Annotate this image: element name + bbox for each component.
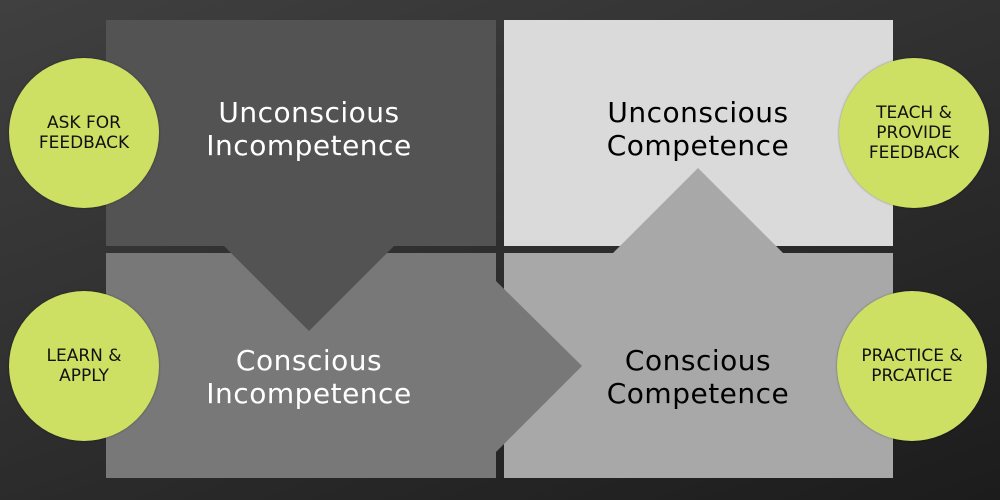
- circle-line: TEACH &: [876, 103, 952, 123]
- circle-line: FEEDBACK: [868, 143, 960, 163]
- label-conscious-competence: Conscious Competence: [548, 344, 848, 410]
- circle-line: PRACTICE &: [861, 346, 963, 366]
- label-line: Competence: [606, 129, 790, 162]
- quadrant-unconscious-incompetence: [106, 20, 496, 246]
- circle-line: LEARN &: [46, 346, 122, 366]
- label-line: Conscious: [624, 344, 772, 377]
- label-conscious-incompetence: Conscious Incompetence: [159, 344, 459, 410]
- label-line: Incompetence: [206, 129, 412, 162]
- circle-line: PRCATICE: [871, 366, 953, 386]
- circle-line: APPLY: [59, 366, 109, 386]
- action-circle-practice: PRACTICE & PRCATICE: [837, 291, 987, 441]
- label-unconscious-competence: Unconscious Competence: [548, 96, 848, 162]
- action-circle-learn-apply: LEARN & APPLY: [9, 291, 159, 441]
- circle-line: FEEDBACK: [38, 133, 130, 153]
- label-line: Unconscious: [218, 96, 400, 129]
- circle-line: ASK FOR: [47, 113, 121, 133]
- label-line: Conscious: [235, 344, 383, 377]
- label-line: Unconscious: [607, 96, 789, 129]
- circle-line: PROVIDE: [876, 123, 952, 143]
- action-circle-teach-provide-feedback: TEACH & PROVIDE FEEDBACK: [839, 58, 989, 208]
- action-circle-ask-for-feedback: ASK FOR FEEDBACK: [9, 58, 159, 208]
- label-line: Incompetence: [206, 377, 412, 410]
- label-unconscious-incompetence: Unconscious Incompetence: [159, 96, 459, 162]
- label-line: Competence: [606, 377, 790, 410]
